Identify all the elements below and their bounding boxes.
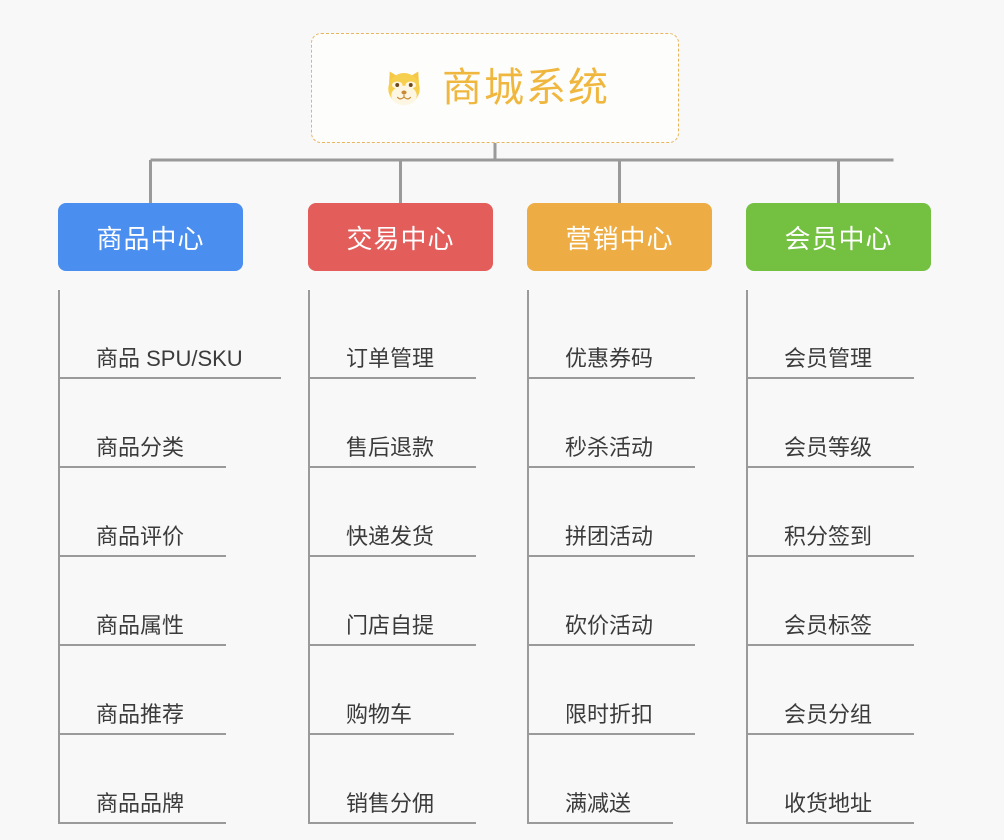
leaf-item[interactable]: 满减送 xyxy=(529,735,749,824)
leaf-item[interactable]: 销售分佣 xyxy=(310,735,530,824)
leaf-item[interactable]: 购物车 xyxy=(310,646,530,735)
leaf-label: 订单管理 xyxy=(346,345,435,371)
category-header-member[interactable]: 会员中心 xyxy=(746,203,931,271)
leaf-item[interactable]: 快递发货 xyxy=(310,468,530,557)
leaf-underline xyxy=(529,555,695,557)
leaf-underline xyxy=(60,822,226,824)
category-header-label: 会员中心 xyxy=(784,223,893,254)
leaf-label: 限时折扣 xyxy=(565,701,654,727)
leaf-item[interactable]: 限时折扣 xyxy=(529,646,749,735)
leaf-list-trade: 订单管理 售后退款 快递发货 门店自提 购物车 xyxy=(308,290,530,824)
leaf-label: 会员等级 xyxy=(784,434,873,460)
leaf-list-member: 会员管理 会员等级 积分签到 会员标签 会员分组 xyxy=(746,290,968,824)
category-header-label: 商品中心 xyxy=(96,223,205,254)
leaf-item[interactable]: 积分签到 xyxy=(748,468,968,557)
leaf-underline xyxy=(748,822,914,824)
branch-column-marketing: 营销中心 优惠券码 秒杀活动 拼团活动 砍价活动 xyxy=(527,203,749,824)
leaf-item[interactable]: 秒杀活动 xyxy=(529,379,749,468)
leaf-underline xyxy=(310,733,454,735)
leaf-underline xyxy=(310,644,476,646)
leaf-label: 商品分类 xyxy=(96,434,185,460)
leaf-underline xyxy=(310,466,476,468)
leaf-label: 商品品牌 xyxy=(96,790,185,816)
leaf-underline xyxy=(748,466,914,468)
leaf-underline xyxy=(60,555,226,557)
leaf-item[interactable]: 会员等级 xyxy=(748,379,968,468)
leaf-item[interactable]: 会员分组 xyxy=(748,646,968,735)
branch-column-member: 会员中心 会员管理 会员等级 积分签到 会员标签 xyxy=(746,203,968,824)
category-header-trade[interactable]: 交易中心 xyxy=(308,203,493,271)
leaf-item[interactable]: 商品属性 xyxy=(60,557,290,646)
leaf-item[interactable]: 砍价活动 xyxy=(529,557,749,646)
leaf-label: 购物车 xyxy=(346,701,413,727)
leaf-item[interactable]: 订单管理 xyxy=(310,290,530,379)
leaf-item[interactable]: 商品评价 xyxy=(60,468,290,557)
leaf-item[interactable]: 会员标签 xyxy=(748,557,968,646)
leaf-label: 积分签到 xyxy=(784,523,873,549)
branch-column-trade: 交易中心 订单管理 售后退款 快递发货 门店自提 xyxy=(308,203,530,824)
leaf-item[interactable]: 商品推荐 xyxy=(60,646,290,735)
leaf-underline xyxy=(310,555,476,557)
root-node[interactable]: 商城系统 xyxy=(311,33,679,143)
leaf-list-product: 商品 SPU/SKU 商品分类 商品评价 商品属性 商品推荐 xyxy=(58,290,290,824)
category-header-label: 交易中心 xyxy=(346,223,455,254)
leaf-label: 商品推荐 xyxy=(96,701,185,727)
leaf-underline xyxy=(529,733,695,735)
leaf-label: 砍价活动 xyxy=(565,612,654,638)
leaf-underline xyxy=(60,644,226,646)
shiba-dog-icon xyxy=(380,64,428,112)
leaf-label: 会员管理 xyxy=(784,345,873,371)
leaf-label: 会员分组 xyxy=(784,701,873,727)
leaf-item[interactable]: 收货地址 xyxy=(748,735,968,824)
root-title: 商城系统 xyxy=(442,66,610,110)
leaf-underline xyxy=(60,733,226,735)
leaf-item[interactable]: 会员管理 xyxy=(748,290,968,379)
leaf-label: 商品评价 xyxy=(96,523,185,549)
leaf-underline xyxy=(748,644,914,646)
leaf-item[interactable]: 商品 SPU/SKU xyxy=(60,290,290,379)
leaf-label: 快递发货 xyxy=(346,523,435,549)
leaf-underline xyxy=(310,377,476,379)
leaf-label: 优惠券码 xyxy=(565,345,654,371)
leaf-list-marketing: 优惠券码 秒杀活动 拼团活动 砍价活动 限时折扣 xyxy=(527,290,749,824)
leaf-item[interactable]: 优惠券码 xyxy=(529,290,749,379)
branch-column-product: 商品中心 商品 SPU/SKU 商品分类 商品评价 商品属性 xyxy=(58,203,290,824)
leaf-item[interactable]: 拼团活动 xyxy=(529,468,749,557)
leaf-label: 收货地址 xyxy=(784,790,873,816)
leaf-label: 满减送 xyxy=(565,790,632,816)
category-header-label: 营销中心 xyxy=(565,223,674,254)
leaf-underline xyxy=(748,377,914,379)
leaf-label: 门店自提 xyxy=(346,612,435,638)
leaf-label: 商品 SPU/SKU xyxy=(96,345,243,371)
leaf-label: 商品属性 xyxy=(96,612,185,638)
category-header-marketing[interactable]: 营销中心 xyxy=(527,203,712,271)
leaf-underline xyxy=(529,377,695,379)
leaf-label: 秒杀活动 xyxy=(565,434,654,460)
leaf-item[interactable]: 商品分类 xyxy=(60,379,290,468)
leaf-underline xyxy=(60,466,226,468)
leaf-underline xyxy=(310,822,476,824)
leaf-underline xyxy=(529,466,695,468)
leaf-item[interactable]: 商品品牌 xyxy=(60,735,290,824)
leaf-underline xyxy=(529,644,695,646)
leaf-underline xyxy=(529,822,673,824)
leaf-label: 拼团活动 xyxy=(565,523,654,549)
leaf-label: 会员标签 xyxy=(784,612,873,638)
leaf-item[interactable]: 售后退款 xyxy=(310,379,530,468)
category-header-product[interactable]: 商品中心 xyxy=(58,203,243,271)
leaf-underline xyxy=(748,555,914,557)
leaf-underline xyxy=(748,733,914,735)
leaf-label: 售后退款 xyxy=(346,434,435,460)
leaf-label: 销售分佣 xyxy=(346,790,435,816)
leaf-item[interactable]: 门店自提 xyxy=(310,557,530,646)
leaf-underline xyxy=(60,377,281,379)
